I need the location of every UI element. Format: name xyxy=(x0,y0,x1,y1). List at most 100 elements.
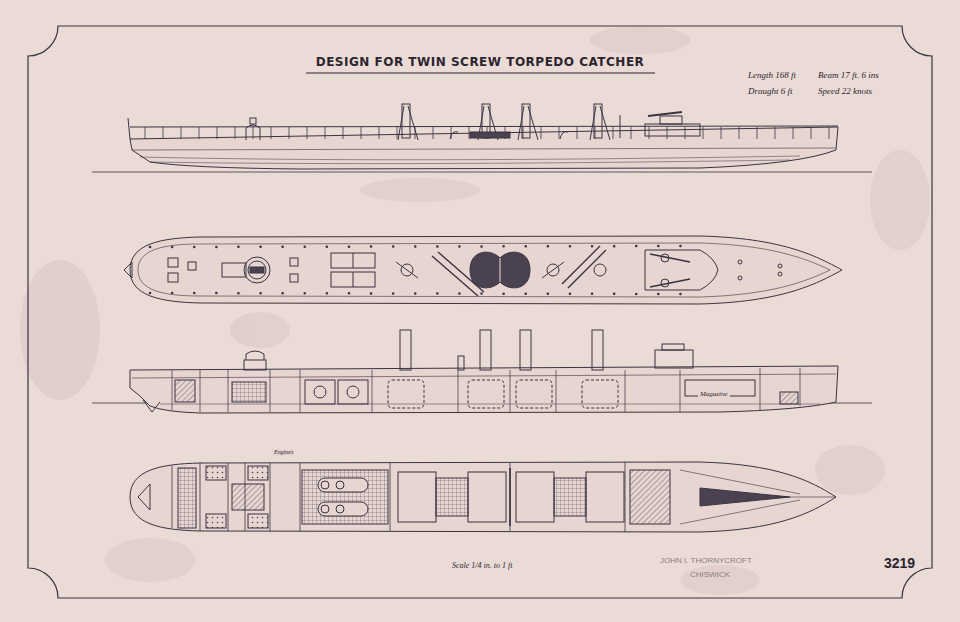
side-elevation xyxy=(470,132,510,138)
deck-plan xyxy=(650,254,690,262)
side-elevation xyxy=(246,125,260,140)
compartment-label: Engines xyxy=(272,449,295,456)
paper-stains xyxy=(680,565,760,595)
deck-plan xyxy=(290,258,298,266)
sheet-title: DESIGN FOR TWIN SCREW TORPEDO CATCHER xyxy=(316,56,645,70)
deck-plan xyxy=(645,250,718,290)
maker-stamp: JOHN I. THORNYCROFT xyxy=(660,556,752,565)
deck-plan xyxy=(396,262,418,278)
hold-plan xyxy=(700,488,790,506)
hold-plan xyxy=(468,472,506,522)
bulkhead xyxy=(390,463,391,531)
inboard-profile xyxy=(160,404,820,405)
hold-plan xyxy=(336,505,344,513)
hold-plan xyxy=(318,502,368,516)
hold-plan xyxy=(516,472,554,522)
side-elevation xyxy=(660,116,682,124)
inboard-profile xyxy=(582,380,618,408)
inboard-profile xyxy=(516,380,552,408)
hold-plan xyxy=(130,462,836,532)
inboard-profile xyxy=(175,380,195,402)
side-elevation xyxy=(140,156,800,160)
side-elevation xyxy=(92,172,872,173)
paper-stains xyxy=(815,445,885,495)
bulkhead xyxy=(200,370,201,412)
hold-plan xyxy=(398,472,436,522)
deck-plan xyxy=(248,261,266,279)
inboard-profile xyxy=(480,330,491,370)
side-elevation xyxy=(132,148,836,150)
deck-plan xyxy=(222,263,246,277)
bulkhead xyxy=(172,462,625,532)
hold-plan xyxy=(630,470,670,524)
deck-plan xyxy=(244,257,270,283)
deck-plan xyxy=(738,260,742,264)
scale-note: Scale 1/4 in. to 1 ft xyxy=(452,561,512,570)
deck-plan xyxy=(130,236,842,304)
inboard-profile xyxy=(314,386,326,398)
deck-plan xyxy=(542,262,564,278)
inboard-profile xyxy=(780,392,798,404)
bulkhead xyxy=(510,463,511,531)
funnel xyxy=(398,106,404,140)
funnel xyxy=(600,106,610,140)
hold-plan xyxy=(178,468,196,528)
inboard-profile xyxy=(305,380,335,404)
inboard-profile xyxy=(458,356,464,370)
hold-plan xyxy=(680,470,800,524)
side-elevation xyxy=(560,132,568,139)
funnel xyxy=(408,106,418,140)
deck-plan xyxy=(150,293,700,294)
bulkhead xyxy=(228,370,229,412)
title-underline xyxy=(306,73,655,74)
inboard-profile xyxy=(132,374,836,378)
inboard-profile xyxy=(338,380,368,404)
bulkhead xyxy=(228,463,229,531)
hold-plan xyxy=(232,484,264,510)
deck-plan xyxy=(124,262,132,278)
deck-plan xyxy=(250,267,264,273)
inboard-profile xyxy=(232,382,266,402)
inboard-profile xyxy=(130,366,838,413)
bulkhead xyxy=(625,462,626,532)
deck-plan xyxy=(150,246,700,247)
bulkhead xyxy=(172,370,173,410)
hold-plan xyxy=(248,466,268,480)
deck-plan xyxy=(562,246,606,288)
hold-plan xyxy=(206,466,226,480)
deck-plan xyxy=(290,274,298,282)
deck-plan xyxy=(594,264,606,276)
bulkhead xyxy=(270,370,271,412)
inboard-profile xyxy=(244,360,266,370)
deck-plan xyxy=(353,253,354,268)
hold-plan xyxy=(436,478,468,516)
bulkhead xyxy=(800,368,801,406)
bulkhead xyxy=(270,463,271,531)
spec-note: Beam 17 ft. 6 ins xyxy=(818,70,879,80)
bulkhead xyxy=(680,370,681,412)
bulkhead xyxy=(172,368,800,412)
deck-plan xyxy=(778,264,782,268)
funnel xyxy=(528,106,538,140)
paper-stains xyxy=(20,26,930,595)
side-elevation xyxy=(250,118,256,124)
deck-plan xyxy=(500,258,501,282)
side-elevation xyxy=(645,124,700,136)
deck-plan xyxy=(353,272,354,287)
paper-stains xyxy=(870,150,930,250)
deck-plan xyxy=(124,236,842,304)
inboard-profile xyxy=(143,400,160,412)
bulkhead xyxy=(300,370,301,412)
paper-stains xyxy=(105,538,195,582)
paper-stains xyxy=(590,26,690,54)
side-elevation xyxy=(620,115,621,138)
inboard-profile xyxy=(468,380,504,408)
hold-plan xyxy=(130,462,836,532)
hold-plan xyxy=(321,505,329,513)
inboard-profile xyxy=(347,386,359,398)
side-elevation xyxy=(450,132,458,139)
bulkhead xyxy=(172,466,173,528)
deck-plan xyxy=(738,276,742,280)
